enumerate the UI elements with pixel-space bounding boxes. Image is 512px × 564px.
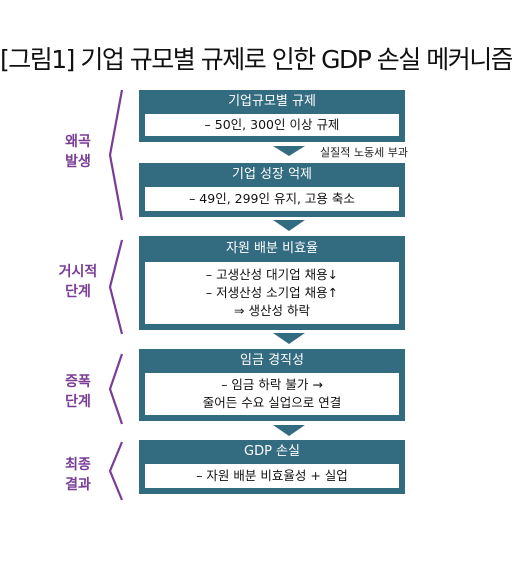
brace-final <box>108 441 124 501</box>
box-line: – 자원 배분 비효율성 + 실업 <box>196 468 348 483</box>
brace-macro <box>108 239 124 335</box>
stage-label-line: 발생 <box>65 154 91 170</box>
brace-amplify <box>108 353 124 425</box>
brace-distortion <box>108 89 124 221</box>
box-header: 자원 배분 비효율 <box>226 241 318 256</box>
stage-label-distortion: 왜곡 발생 <box>40 132 116 172</box>
stage-label-line: 증폭 <box>65 374 91 390</box>
stage-label-line: 거시적 <box>58 264 98 280</box>
stage-label-line: 단계 <box>65 394 91 410</box>
box-gdp-loss: GDP 손실 – 자원 배분 비효율성 + 실업 <box>139 440 405 494</box>
box-header: GDP 손실 <box>244 444 300 459</box>
flow-arrow <box>273 220 305 231</box>
box-header: 기업 성장 억제 <box>231 167 313 182</box>
box-line: – 50인, 300인 이상 규제 <box>204 117 340 132</box>
box-header: 기업규모별 규제 <box>228 94 316 109</box>
box-line: – 임금 하락 불가 → <box>221 377 323 392</box>
stage-label-amplify: 증폭 단계 <box>40 372 116 412</box>
box-body: – 50인, 300인 이상 규제 <box>145 114 399 136</box>
box-growth-suppression: 기업 성장 억제 – 49인, 299인 유지, 고용 축소 <box>139 163 405 217</box>
box-line: ⇒ 생산성 하락 <box>234 303 310 318</box>
stage-label-final: 최종 결과 <box>40 455 116 495</box>
stage-label-line: 단계 <box>65 284 91 300</box>
stage-label-line: 최종 <box>65 457 91 473</box>
stage-label-line: 결과 <box>65 477 91 493</box>
box-body: – 자원 배분 비효율성 + 실업 <box>145 464 399 488</box>
box-body: – 49인, 299인 유지, 고용 축소 <box>145 187 399 211</box>
box-line: – 고생산성 대기업 채용↓ <box>205 267 339 282</box>
flow-arrow <box>273 146 305 156</box>
box-resource-misallocation: 자원 배분 비효율 – 고생산성 대기업 채용↓ – 저생산성 소기업 채용↑ … <box>139 236 405 330</box>
box-size-regulation: 기업규모별 규제 – 50인, 300인 이상 규제 <box>139 90 405 142</box>
stage-label-macro: 거시적 단계 <box>40 262 116 302</box>
box-wage-rigidity: 임금 경직성 – 임금 하락 불가 → 줄어든 수요 실업으로 연결 <box>139 349 405 421</box>
flow-arrow <box>273 425 305 436</box>
figure-title: [그림1] 기업 규모별 규제로 인한 GDP 손실 메커니즘 <box>0 45 512 74</box>
stage-label-line: 왜곡 <box>65 134 91 150</box>
box-line: 줄어든 수요 실업으로 연결 <box>202 395 342 410</box>
arrow-note: 실질적 노동세 부과 <box>320 146 408 159</box>
box-body: – 임금 하락 불가 → 줄어든 수요 실업으로 연결 <box>145 373 399 415</box>
box-body: – 고생산성 대기업 채용↓ – 저생산성 소기업 채용↑ ⇒ 생산성 하락 <box>145 262 399 324</box>
box-line: – 저생산성 소기업 채용↑ <box>205 285 339 300</box>
box-line: – 49인, 299인 유지, 고용 축소 <box>189 191 355 206</box>
flow-arrow <box>273 333 305 344</box>
box-header: 임금 경직성 <box>240 353 304 368</box>
